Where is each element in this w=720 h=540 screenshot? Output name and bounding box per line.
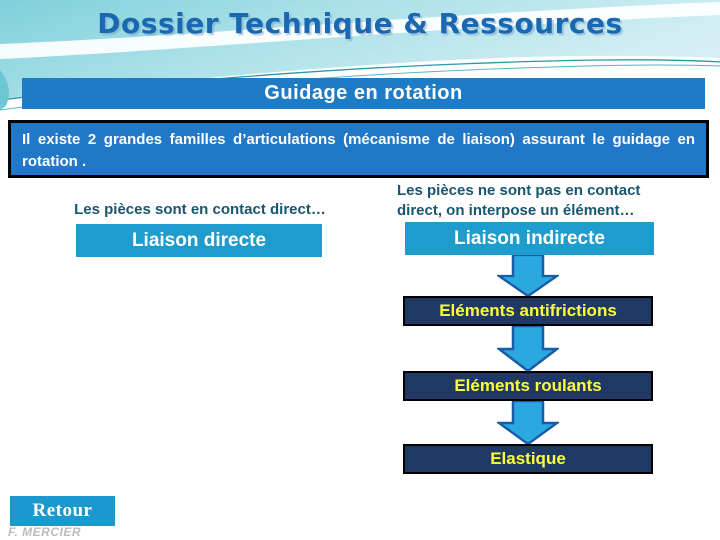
page-title: Dossier Technique & Ressources bbox=[97, 7, 623, 40]
indirect-branch-caption: Les pièces ne sont pas en contact direct… bbox=[397, 182, 641, 219]
down-arrow-icon bbox=[497, 255, 559, 297]
direct-branch-caption: Les pièces sont en contact direct… bbox=[74, 201, 326, 218]
down-arrow-icon bbox=[497, 401, 559, 445]
liaison-indirecte-button[interactable]: Liaison indirecte bbox=[405, 222, 654, 255]
flow-box-elements-roulants: Eléments roulants bbox=[403, 371, 653, 401]
intro-text-box: Il existe 2 grandes familles d’articulat… bbox=[8, 120, 709, 178]
down-arrow-icon bbox=[497, 326, 559, 372]
section-banner: Guidage en rotation bbox=[22, 78, 705, 109]
author-credit: F. MERCIER bbox=[8, 525, 82, 539]
flow-box-elements-antifrictions: Eléments antifrictions bbox=[403, 296, 653, 326]
flow-box-elastique: Elastique bbox=[403, 444, 653, 474]
liaison-directe-button[interactable]: Liaison directe bbox=[76, 224, 322, 257]
back-button[interactable]: Retour bbox=[10, 496, 115, 526]
